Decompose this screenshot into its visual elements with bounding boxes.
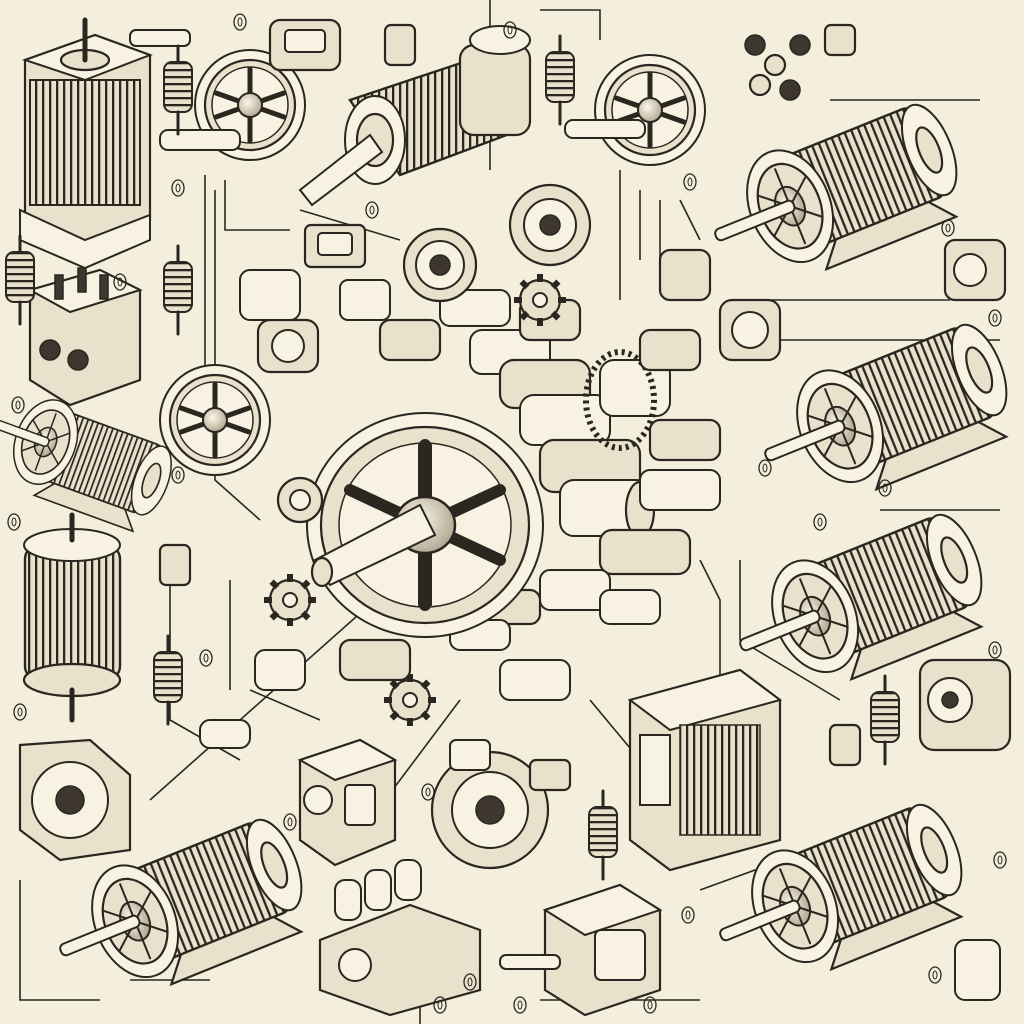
gearbox-icon <box>499 883 663 1017</box>
flywheel-icon <box>160 365 270 475</box>
pump-assembly-icon <box>318 859 482 1017</box>
stator-core-icon <box>22 512 122 723</box>
transformer-box-icon <box>627 668 783 872</box>
small-motor-icon <box>918 238 1012 1001</box>
spindle-motor-icon <box>298 25 532 207</box>
flywheel-icon <box>564 55 705 165</box>
central-motor-assembly-icon <box>239 183 782 728</box>
terminal-block-icon <box>27 267 143 407</box>
connector-icon <box>158 543 862 767</box>
connector-icon <box>129 18 417 72</box>
flywheel-icon <box>159 50 305 160</box>
connector-cluster-icon <box>744 23 857 101</box>
pump-housing-icon <box>430 739 572 870</box>
gearbox-icon <box>297 738 398 867</box>
fan-housing-icon <box>18 738 132 862</box>
stator-core-icon <box>19 17 153 270</box>
